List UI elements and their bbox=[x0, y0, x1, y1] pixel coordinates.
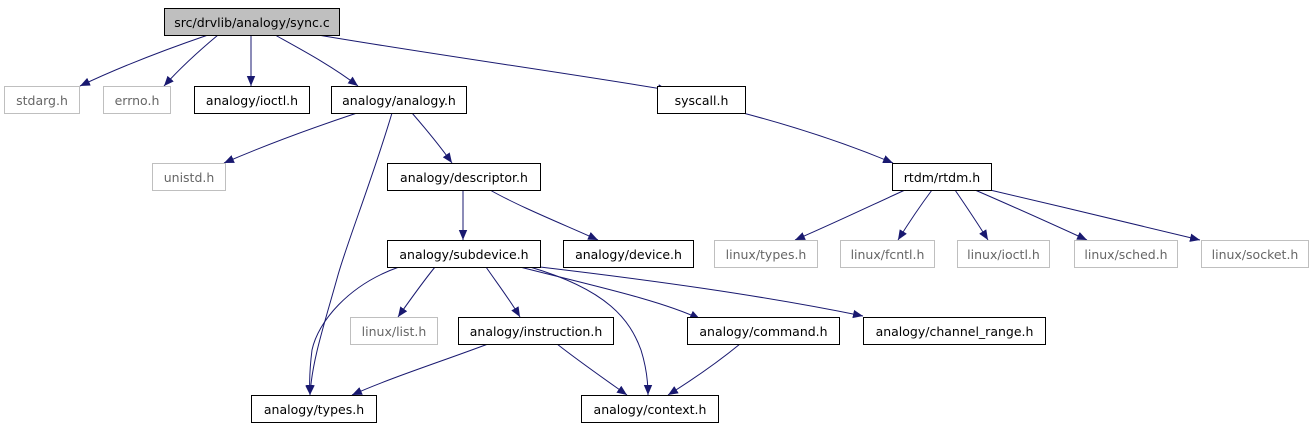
edge-analogy-analogy-h-to-unistd-h bbox=[223, 112, 358, 164]
node-syscall-h[interactable]: syscall.h bbox=[657, 86, 746, 114]
node-label: analogy/context.h bbox=[594, 402, 707, 417]
node-label: analogy/analogy.h bbox=[342, 93, 456, 108]
node-linux-ioctl-h: linux/ioctl.h bbox=[957, 240, 1050, 268]
edge-analogy-subdevice-h-to-analogy-types-h bbox=[305, 266, 400, 396]
edge-rtdm-rtdm-h-to-linux-sched-h bbox=[974, 189, 1088, 241]
node-analogy-subdevice-h[interactable]: analogy/subdevice.h bbox=[387, 240, 541, 268]
node-analogy-channel-range-h[interactable]: analogy/channel_range.h bbox=[863, 317, 1046, 345]
node-linux-list-h: linux/list.h bbox=[350, 317, 438, 345]
node-box bbox=[4, 86, 80, 114]
edge-sync-c-to-errno-h bbox=[163, 34, 219, 87]
node-box bbox=[152, 163, 226, 191]
node-box bbox=[103, 86, 171, 114]
node-label: src/drvlib/analogy/sync.c bbox=[174, 15, 330, 30]
edge-analogy-instruction-h-to-analogy-types-h bbox=[351, 343, 489, 396]
node-box bbox=[387, 163, 541, 191]
edge-analogy-subdevice-h-to-analogy-command-h bbox=[519, 266, 701, 320]
node-label: analogy/subdevice.h bbox=[399, 247, 528, 262]
edge-analogy-descriptor-h-to-analogy-device-h bbox=[489, 189, 599, 241]
node-analogy-types-h[interactable]: analogy/types.h bbox=[251, 395, 377, 423]
node-label: analogy/device.h bbox=[575, 247, 682, 262]
node-label: analogy/instruction.h bbox=[470, 324, 603, 339]
node-analogy-descriptor-h[interactable]: analogy/descriptor.h bbox=[387, 163, 541, 191]
edge-rtdm-rtdm-h-to-linux-ioctl-h bbox=[954, 189, 989, 241]
node-analogy-ioctl-h[interactable]: analogy/ioctl.h bbox=[194, 86, 310, 114]
node-box bbox=[714, 240, 818, 268]
node-analogy-instruction-h[interactable]: analogy/instruction.h bbox=[458, 317, 614, 345]
node-linux-types-h: linux/types.h bbox=[714, 240, 818, 268]
node-label: analogy/types.h bbox=[264, 402, 364, 417]
node-box bbox=[331, 86, 467, 114]
node-box bbox=[687, 317, 840, 345]
node-stdarg-h: stdarg.h bbox=[4, 86, 80, 114]
node-label: linux/socket.h bbox=[1212, 247, 1299, 262]
node-errno-h: errno.h bbox=[103, 86, 171, 114]
node-box bbox=[164, 8, 340, 36]
node-label: linux/ioctl.h bbox=[967, 247, 1040, 262]
node-label: syscall.h bbox=[675, 93, 729, 108]
edge-analogy-subdevice-h-to-linux-list-h bbox=[397, 266, 436, 318]
node-label: linux/fcntl.h bbox=[851, 247, 925, 262]
node-box bbox=[1074, 240, 1178, 268]
node-label: analogy/channel_range.h bbox=[876, 324, 1034, 339]
edge-syscall-h-to-rtdm-rtdm-h bbox=[742, 112, 894, 164]
node-box bbox=[350, 317, 438, 345]
node-box bbox=[840, 240, 935, 268]
edge-sync-c-to-syscall-h bbox=[317, 34, 669, 93]
edge-rtdm-rtdm-h-to-linux-types-h bbox=[794, 189, 906, 241]
node-box bbox=[251, 395, 377, 423]
node-unistd-h: unistd.h bbox=[152, 163, 226, 191]
node-label: analogy/ioctl.h bbox=[206, 93, 298, 108]
edge-analogy-instruction-h-to-analogy-context-h bbox=[556, 343, 628, 396]
node-label: linux/types.h bbox=[726, 247, 807, 262]
edge-analogy-subdevice-h-to-analogy-instruction-h bbox=[485, 266, 521, 318]
node-label: linux/sched.h bbox=[1084, 247, 1167, 262]
node-linux-fcntl-h: linux/fcntl.h bbox=[840, 240, 935, 268]
node-label: linux/list.h bbox=[362, 324, 427, 339]
edge-analogy-command-h-to-analogy-context-h bbox=[667, 343, 741, 396]
node-label: stdarg.h bbox=[16, 93, 68, 108]
edge-sync-c-to-stdarg-h bbox=[79, 34, 209, 87]
node-analogy-analogy-h[interactable]: analogy/analogy.h bbox=[331, 86, 467, 114]
node-analogy-command-h[interactable]: analogy/command.h bbox=[687, 317, 840, 345]
node-sync-c[interactable]: src/drvlib/analogy/sync.c bbox=[164, 8, 340, 36]
edge-analogy-analogy-h-to-analogy-types-h bbox=[306, 112, 393, 396]
node-box bbox=[1201, 240, 1309, 268]
node-box bbox=[957, 240, 1050, 268]
node-layer: src/drvlib/analogy/sync.c stdarg.h errno.h… bbox=[4, 8, 1309, 423]
node-box bbox=[563, 240, 694, 268]
edge-analogy-analogy-h-to-analogy-descriptor-h bbox=[411, 112, 453, 164]
node-box bbox=[194, 86, 310, 114]
node-label: rtdm/rtdm.h bbox=[904, 170, 980, 185]
node-box bbox=[863, 317, 1046, 345]
node-box bbox=[657, 86, 746, 114]
edge-rtdm-rtdm-h-to-linux-fcntl-h bbox=[897, 189, 933, 241]
node-label: errno.h bbox=[115, 93, 160, 108]
node-analogy-device-h[interactable]: analogy/device.h bbox=[563, 240, 694, 268]
node-rtdm-rtdm-h[interactable]: rtdm/rtdm.h bbox=[892, 163, 992, 191]
edge-analogy-subdevice-h-to-analogy-context-h bbox=[529, 266, 653, 396]
node-box bbox=[458, 317, 614, 345]
node-box bbox=[892, 163, 992, 191]
node-linux-socket-h: linux/socket.h bbox=[1201, 240, 1309, 268]
node-label: unistd.h bbox=[164, 170, 215, 185]
node-label: analogy/descriptor.h bbox=[400, 170, 528, 185]
edge-analogy-subdevice-h-to-analogy-channel-range-h bbox=[539, 266, 864, 319]
edge-sync-c-to-analogy-analogy-h bbox=[274, 34, 359, 87]
node-box bbox=[581, 395, 719, 423]
edge-rtdm-rtdm-h-to-linux-socket-h bbox=[989, 189, 1201, 242]
node-box bbox=[387, 240, 541, 268]
node-analogy-context-h[interactable]: analogy/context.h bbox=[581, 395, 719, 423]
node-linux-sched-h: linux/sched.h bbox=[1074, 240, 1178, 268]
edge-layer bbox=[79, 34, 1201, 396]
node-label: analogy/command.h bbox=[699, 324, 827, 339]
